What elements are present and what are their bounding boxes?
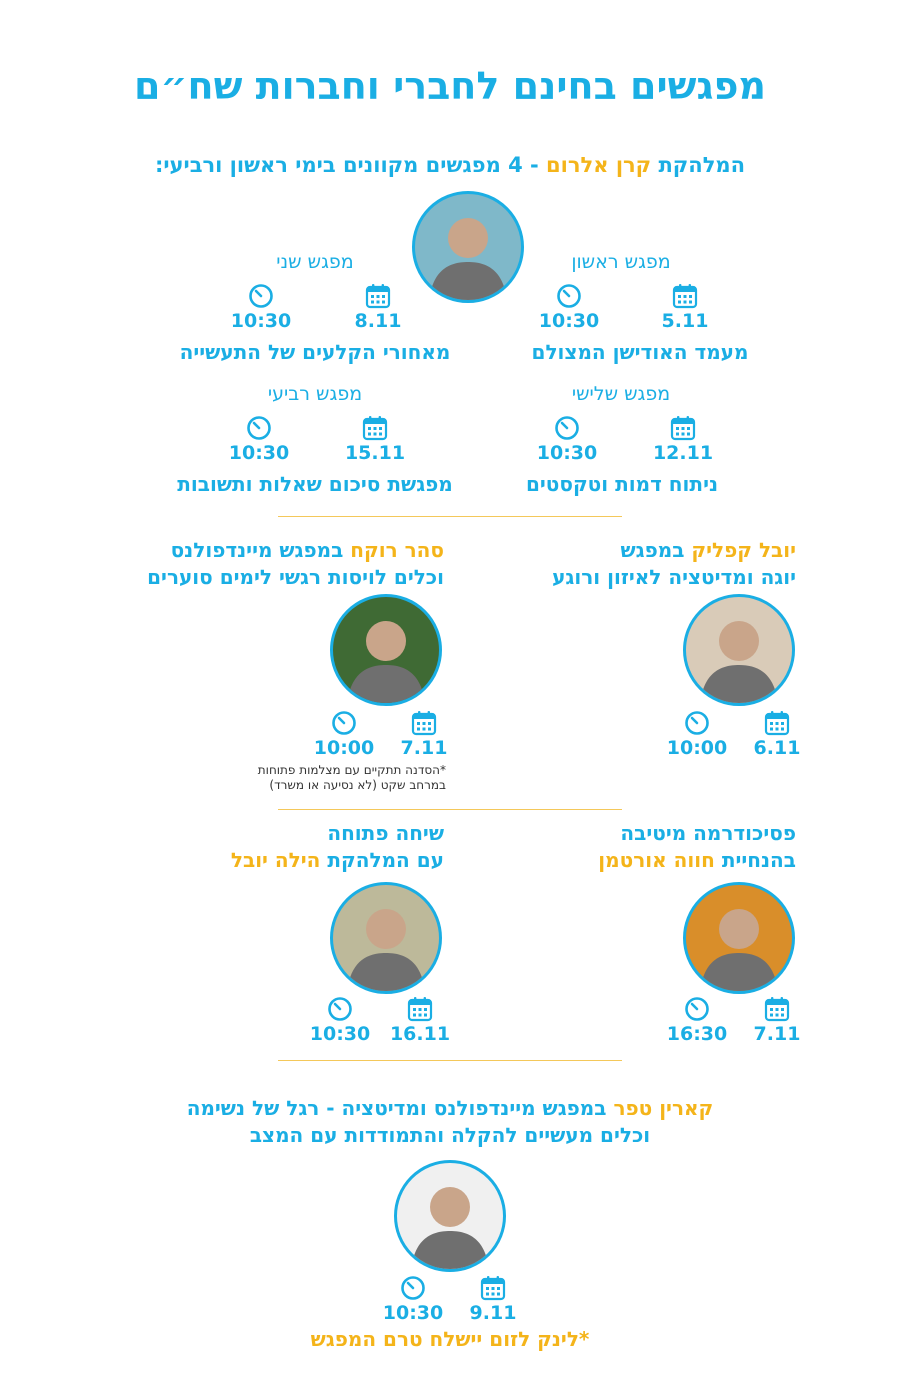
sahar-text-1: במפגש מיינדפולנס xyxy=(170,538,344,562)
calendar-icon xyxy=(480,1275,506,1301)
hila-avatar xyxy=(330,882,442,994)
calendar-icon xyxy=(365,283,391,309)
clock-icon xyxy=(400,1275,426,1301)
intro-line: המלהקת קרן אלרום - 4 מפגשים מקוונים בימי… xyxy=(100,153,800,177)
sahar-text-2: וכלים לויסות רגשי לימים סוערים xyxy=(147,565,444,589)
hava-line-1: פסיכודרמה מיטיבה xyxy=(620,821,796,845)
yuval-heading: יובל קפליק במפגש יוגה ומדיטציה לאיזון ור… xyxy=(480,537,796,591)
clock-icon xyxy=(248,283,274,309)
clock-icon xyxy=(684,996,710,1022)
sahar-note-1: *הסדנה תתקיים עם מצלמות פתוחות xyxy=(257,763,446,777)
sahar-avatar xyxy=(330,594,442,706)
hila-line-1: שיחה פתוחה xyxy=(327,821,444,845)
calendar-icon xyxy=(764,996,790,1022)
karin-name: קארין טפר xyxy=(613,1096,714,1120)
yuval-text-2: יוגה ומדיטציה לאיזון ורוגע xyxy=(552,565,796,589)
meeting-2-label: מפגש שני xyxy=(276,251,354,273)
clock-icon xyxy=(327,996,353,1022)
hava-time: 16:30 xyxy=(666,1023,728,1045)
karin-time: 10:30 xyxy=(382,1302,444,1324)
meeting-1-date: 5.11 xyxy=(661,310,709,332)
meeting-2-time: 10:30 xyxy=(230,310,292,332)
meeting-4-topic: מפגשת סיכום שאלות ותשובות xyxy=(177,472,453,496)
page-title: מפגשים בחינם לחברי וחברות שח״ם xyxy=(134,64,766,108)
yuval-date: 6.11 xyxy=(753,737,801,759)
karin-avatar xyxy=(394,1160,506,1272)
hava-heading: פסיכודרמה מיטיבה בהנחיית חווה אורטמן xyxy=(480,820,796,874)
sahar-note-2: במרחב שקט (לא נסיעה או משרד) xyxy=(269,778,446,792)
karin-text-1: במפגש מיינדפולנס ומדיטציה - רגל של נשימה xyxy=(186,1096,607,1120)
hava-prefix: בהנחיית xyxy=(721,848,796,872)
calendar-icon xyxy=(672,283,698,309)
meeting-2-topic: מאחורי הקלעים של התעשייה xyxy=(179,340,451,364)
clock-icon xyxy=(246,415,272,441)
yuval-time: 10:00 xyxy=(666,737,728,759)
clock-icon xyxy=(556,283,582,309)
sahar-heading: סהר רוקח במפגש מיינדפולנס וכלים לויסות ר… xyxy=(80,537,444,591)
hava-date: 7.11 xyxy=(753,1023,801,1045)
meeting-1-label: מפגש ראשון xyxy=(571,251,671,273)
calendar-icon xyxy=(411,710,437,736)
clock-icon xyxy=(554,415,580,441)
meeting-3-date: 12.11 xyxy=(652,442,714,464)
karin-date: 9.11 xyxy=(469,1302,517,1324)
host-avatar xyxy=(412,191,524,303)
meeting-4-date: 15.11 xyxy=(344,442,406,464)
clock-icon xyxy=(331,710,357,736)
hila-date: 16.11 xyxy=(389,1023,451,1045)
divider xyxy=(278,516,622,517)
sahar-name: סהר רוקח xyxy=(350,538,444,562)
sahar-date: 7.11 xyxy=(400,737,448,759)
meeting-1-time: 10:30 xyxy=(538,310,600,332)
hila-prefix: עם המלהקת xyxy=(327,848,444,872)
hila-heading: שיחה פתוחה עם המלהקת הילה יובל xyxy=(150,820,444,874)
sahar-time: 10:00 xyxy=(313,737,375,759)
karin-heading: קארין טפר במפגש מיינדפולנס ומדיטציה - רג… xyxy=(100,1095,800,1149)
hava-avatar xyxy=(683,882,795,994)
meeting-2-date: 8.11 xyxy=(354,310,402,332)
intro-prefix: המלהקת xyxy=(658,153,746,177)
meeting-4-time: 10:30 xyxy=(228,442,290,464)
intro-rest: - 4 מפגשים מקוונים בימי ראשון ורביעי: xyxy=(154,153,539,177)
calendar-icon xyxy=(670,415,696,441)
meeting-3-topic: ניתוח דמות וטקסטים xyxy=(525,472,719,496)
hila-name: הילה יובל xyxy=(230,848,321,872)
yuval-text-1: במפגש xyxy=(620,538,685,562)
meeting-1-topic: מעמד האודישן המצולם xyxy=(531,340,749,364)
hila-time: 10:30 xyxy=(309,1023,371,1045)
yuval-avatar xyxy=(683,594,795,706)
footer-note: *לינק לזום יישלח טרם המפגש xyxy=(310,1327,590,1351)
yuval-name: יובל קפליק xyxy=(691,538,796,562)
calendar-icon xyxy=(764,710,790,736)
karin-text-2: וכלים מעשיים להקלה והתמודדות עם המצב xyxy=(249,1123,651,1147)
calendar-icon xyxy=(362,415,388,441)
clock-icon xyxy=(684,710,710,736)
meeting-3-time: 10:30 xyxy=(536,442,598,464)
intro-host-name: קרן אלרום xyxy=(546,153,652,177)
divider xyxy=(278,1060,622,1061)
sahar-note: *הסדנה תתקיים עם מצלמות פתוחות במרחב שקט… xyxy=(150,763,446,793)
divider xyxy=(278,809,622,810)
hava-name: חווה אורטמן xyxy=(598,848,715,872)
meeting-3-label: מפגש שלישי xyxy=(571,383,671,405)
calendar-icon xyxy=(407,996,433,1022)
meeting-4-label: מפגש רביעי xyxy=(267,383,363,405)
